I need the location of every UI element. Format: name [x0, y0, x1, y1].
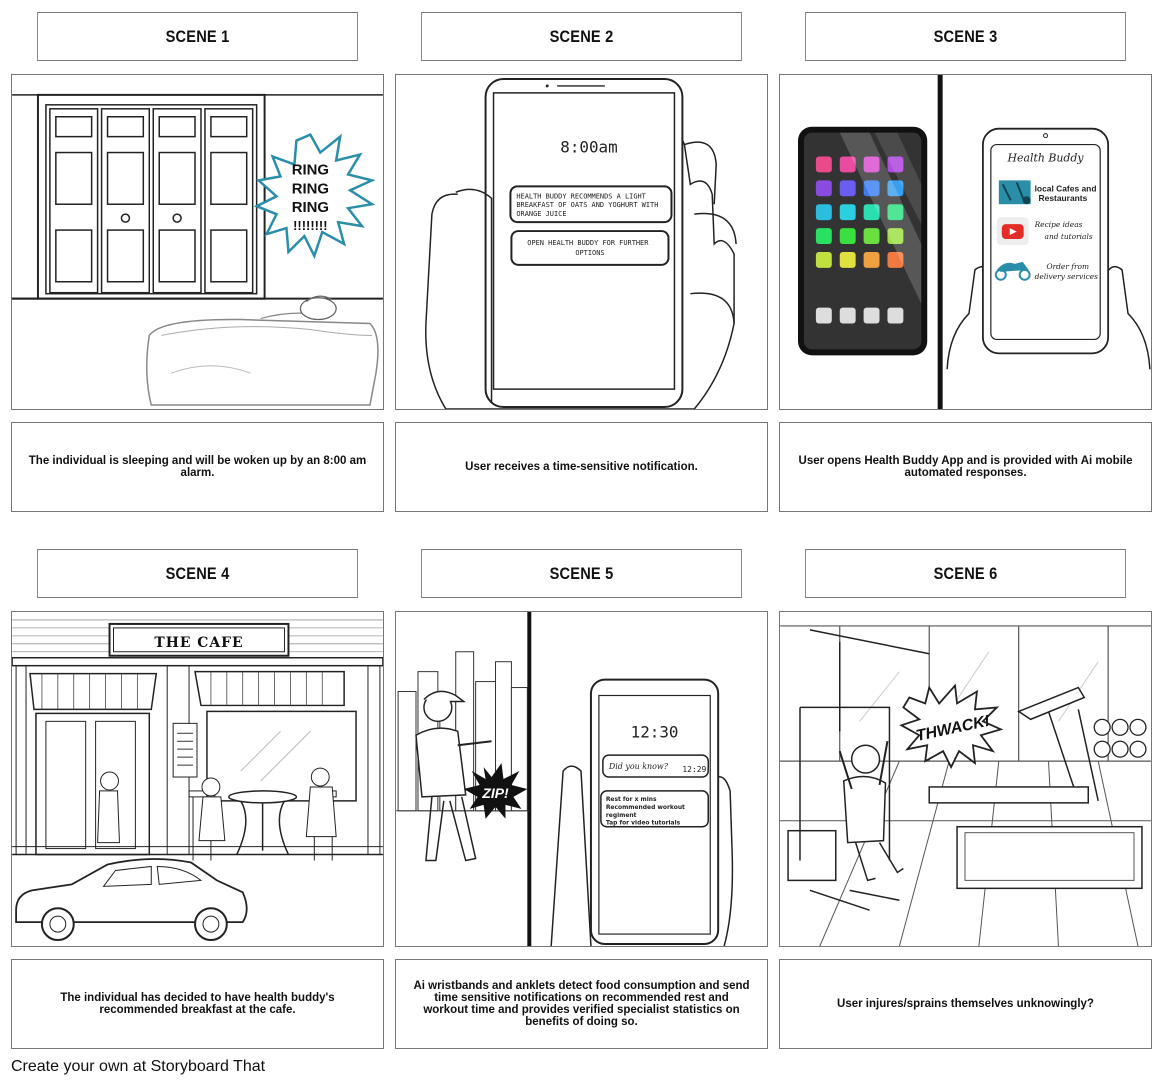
- open-health-buddy-button[interactable]: [510, 230, 670, 266]
- did-you-know-text: Did you know?: [608, 762, 669, 771]
- scene-2-panel: 8:00am HEALTH BUDDY RECOMMENDS A LIGHT B…: [395, 74, 768, 410]
- phone-time: 8:00am: [560, 138, 617, 157]
- alarm-line-3: RING: [292, 200, 329, 216]
- scene-6-caption: User injures/sprains themselves unknowin…: [779, 959, 1152, 1049]
- scene-5-title: SCENE 5: [421, 549, 742, 598]
- scene-1-caption: The individual is sleeping and will be w…: [11, 422, 384, 512]
- scene-3-caption: User opens Health Buddy App and is provi…: [779, 422, 1152, 512]
- alarm-line-1: RING: [292, 162, 329, 178]
- scene-4-title: SCENE 4: [37, 549, 358, 598]
- storyboard-that-credit[interactable]: Create your own at Storyboard That: [11, 1058, 266, 1075]
- cafe-illustration: THE CAFE: [12, 612, 383, 946]
- bedroom-illustration: RING RING RING !!!!!!!!: [12, 75, 383, 409]
- cafes-label: local Cafes and Restaurants: [1035, 183, 1099, 203]
- scene-1-title: SCENE 1: [37, 12, 358, 61]
- delivery-label: Order from delivery services: [1035, 262, 1099, 281]
- cafes-icon: [998, 180, 1031, 205]
- scene-4-panel: THE CAFE: [11, 611, 384, 947]
- scene-5-caption: Ai wristbands and anklets detect food co…: [395, 959, 768, 1049]
- scene-5-panel: ZIP! 12:30 Did you know? 12:29 Rest for …: [395, 611, 768, 947]
- tips-list: Rest for x mins Recommended workout regi…: [606, 796, 687, 827]
- scene-6-panel: THWACK!: [779, 611, 1152, 947]
- gym-illustration: THWACK!: [780, 612, 1151, 946]
- zip-text: ZIP!: [481, 785, 509, 801]
- app-grid: [815, 156, 904, 324]
- alarm-burst: RING RING RING !!!!!!!!: [253, 133, 376, 260]
- notification-text: HEALTH BUDDY RECOMMENDS A LIGHT BREAKFAS…: [516, 192, 662, 218]
- message-time: 12:29: [682, 765, 706, 774]
- scene-2-caption: User receives a time-sensitive notificat…: [395, 422, 768, 512]
- youtube-icon[interactable]: [996, 217, 1029, 245]
- scene-2-title: SCENE 2: [421, 12, 742, 61]
- car: [15, 858, 248, 942]
- app-title: Health Buddy: [1006, 151, 1084, 164]
- alarm-line-4: !!!!!!!!: [293, 218, 327, 233]
- scene-4-caption: The individual has decided to have healt…: [11, 959, 384, 1049]
- phone-time-1230: 12:30: [631, 722, 679, 741]
- health-buddy-app-illustration: Health Buddy local Cafes and Restaurants…: [780, 75, 1151, 409]
- alarm-line-2: RING: [292, 181, 329, 197]
- scene-1-panel: RING RING RING !!!!!!!!: [11, 74, 384, 410]
- scene-6-title: SCENE 6: [805, 549, 1126, 598]
- scene-3-panel: Health Buddy local Cafes and Restaurants…: [779, 74, 1152, 410]
- recipes-label: Recipe ideas and tutorials: [1034, 220, 1093, 241]
- wristband-notification-illustration: ZIP! 12:30 Did you know? 12:29 Rest for …: [396, 612, 767, 946]
- cafe-sign: THE CAFE: [154, 635, 243, 651]
- open-health-buddy-label: OPEN HEALTH BUDDY FOR FURTHER OPTIONS: [527, 239, 652, 257]
- scooter-icon: [994, 261, 1031, 281]
- phone-notification-illustration: 8:00am HEALTH BUDDY RECOMMENDS A LIGHT B…: [396, 75, 767, 409]
- scene-3-title: SCENE 3: [805, 12, 1126, 61]
